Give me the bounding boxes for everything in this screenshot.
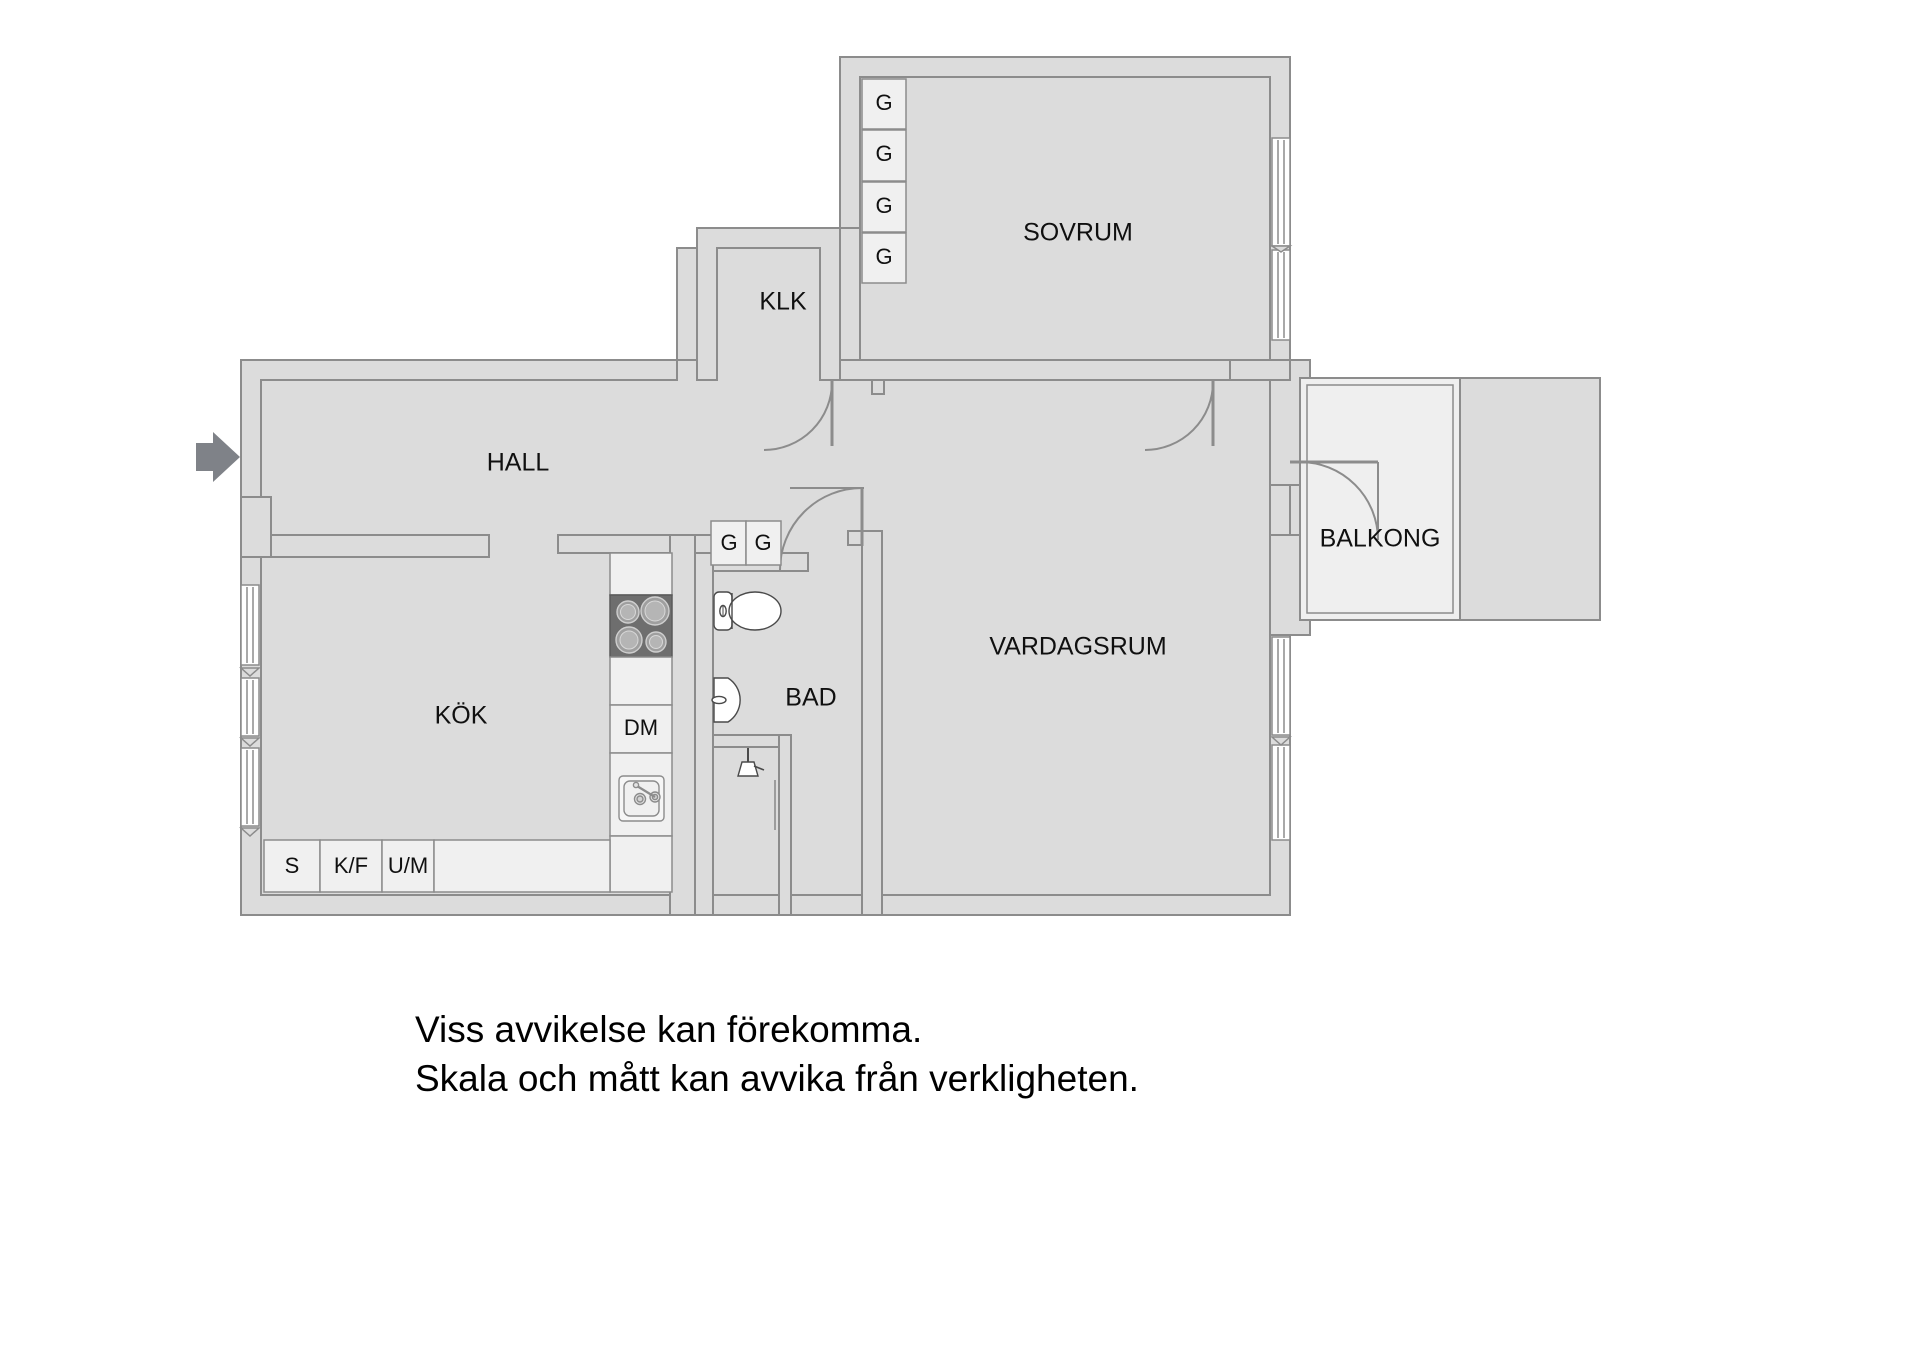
room-label-vardagsrum: VARDAGSRUM — [989, 633, 1166, 661]
balcony-door-swing — [1299, 461, 1379, 541]
window-vardagsrum-east — [1270, 636, 1292, 841]
room-label-hall: HALL — [487, 449, 550, 477]
wardrobes-layer — [710, 78, 907, 566]
door-jamb-stub — [871, 379, 885, 395]
caption-line-1: Viss avvikelse kan förekomma. — [415, 1009, 922, 1050]
wardrobe-sovrum-1 — [861, 78, 907, 130]
wardrobe-label-sovrum-4: G — [875, 244, 892, 269]
shower-east-wall — [778, 734, 792, 916]
windows-layer — [239, 137, 1293, 841]
caption-block: Viss avvikelse kan förekomma. Skala och … — [415, 1009, 1139, 1099]
wardrobe-hall-1 — [710, 520, 747, 566]
doors-layer — [763, 380, 1215, 571]
balcony-area — [1290, 377, 1461, 621]
sink-icon — [618, 775, 665, 822]
wardrobe-hall-2 — [745, 520, 782, 566]
unit-label-freezer: S — [285, 853, 300, 878]
washbasin-icon — [711, 677, 741, 723]
window-sovrum-east — [1269, 137, 1293, 341]
door-bad — [779, 487, 863, 571]
room-label-kok: KÖK — [435, 702, 488, 730]
wardrobe-label-hall-1: G — [720, 530, 737, 555]
wardrobe-label-sovrum-2: G — [875, 141, 892, 166]
unit-label-fridge: K/F — [334, 853, 368, 878]
appliance-fridge — [319, 839, 383, 893]
stove-icon — [609, 594, 673, 658]
shower-icon — [737, 748, 765, 777]
kitchen-layer — [263, 552, 673, 893]
counter-bottom-spur — [609, 835, 673, 893]
wardrobe-sovrum-3 — [861, 181, 907, 233]
unit-label-oven: U/M — [388, 853, 428, 878]
bad-east-wall-stub — [847, 530, 863, 546]
bad-east-wall — [861, 530, 883, 916]
entry-arrow — [196, 432, 240, 482]
wardrobe-sovrum-4 — [861, 232, 907, 284]
counter-bottom-run — [433, 839, 611, 893]
counter-top-block — [609, 552, 673, 596]
wardrobe-label-sovrum-3: G — [875, 193, 892, 218]
sovrum-hall-wall — [839, 227, 861, 381]
toilet-icon — [713, 591, 782, 631]
wardrobe-sovrum-2 — [861, 129, 907, 182]
cabinet-labels-layer: G G G G G G DM S K/F U/M — [285, 90, 893, 878]
room-label-balkong: BALKONG — [1320, 525, 1441, 553]
wardrobe-label-sovrum-1: G — [875, 90, 892, 115]
balcony-inner-rail — [1306, 384, 1454, 614]
room-labels-layer: SOVRUM KLK HALL BALKONG VARDAGSRUM BAD K… — [435, 219, 1441, 730]
window-kok-west — [239, 584, 261, 838]
kok-north-wall — [240, 496, 272, 558]
room-label-klk: KLK — [759, 288, 807, 316]
room-label-sovrum: SOVRUM — [1023, 219, 1133, 247]
bathroom-layer — [711, 591, 782, 830]
unit-label-dishwasher: DM — [624, 715, 658, 740]
kok-east-wall — [669, 534, 696, 916]
balcony-wall-right-spur — [1229, 359, 1291, 381]
bad-west-wall — [694, 552, 714, 916]
wardrobe-label-hall-2: G — [754, 530, 771, 555]
counter-mid-block — [609, 656, 673, 706]
appliance-oven — [381, 839, 435, 893]
appliance-freezer — [263, 839, 321, 893]
caption-line-2: Skala och mått kan avvika från verklighe… — [415, 1058, 1139, 1099]
walls-layer — [240, 56, 1601, 916]
kok-north-wall-run — [270, 534, 490, 558]
room-label-bad: BAD — [785, 684, 836, 712]
hall-top-wall-right — [839, 359, 1291, 381]
